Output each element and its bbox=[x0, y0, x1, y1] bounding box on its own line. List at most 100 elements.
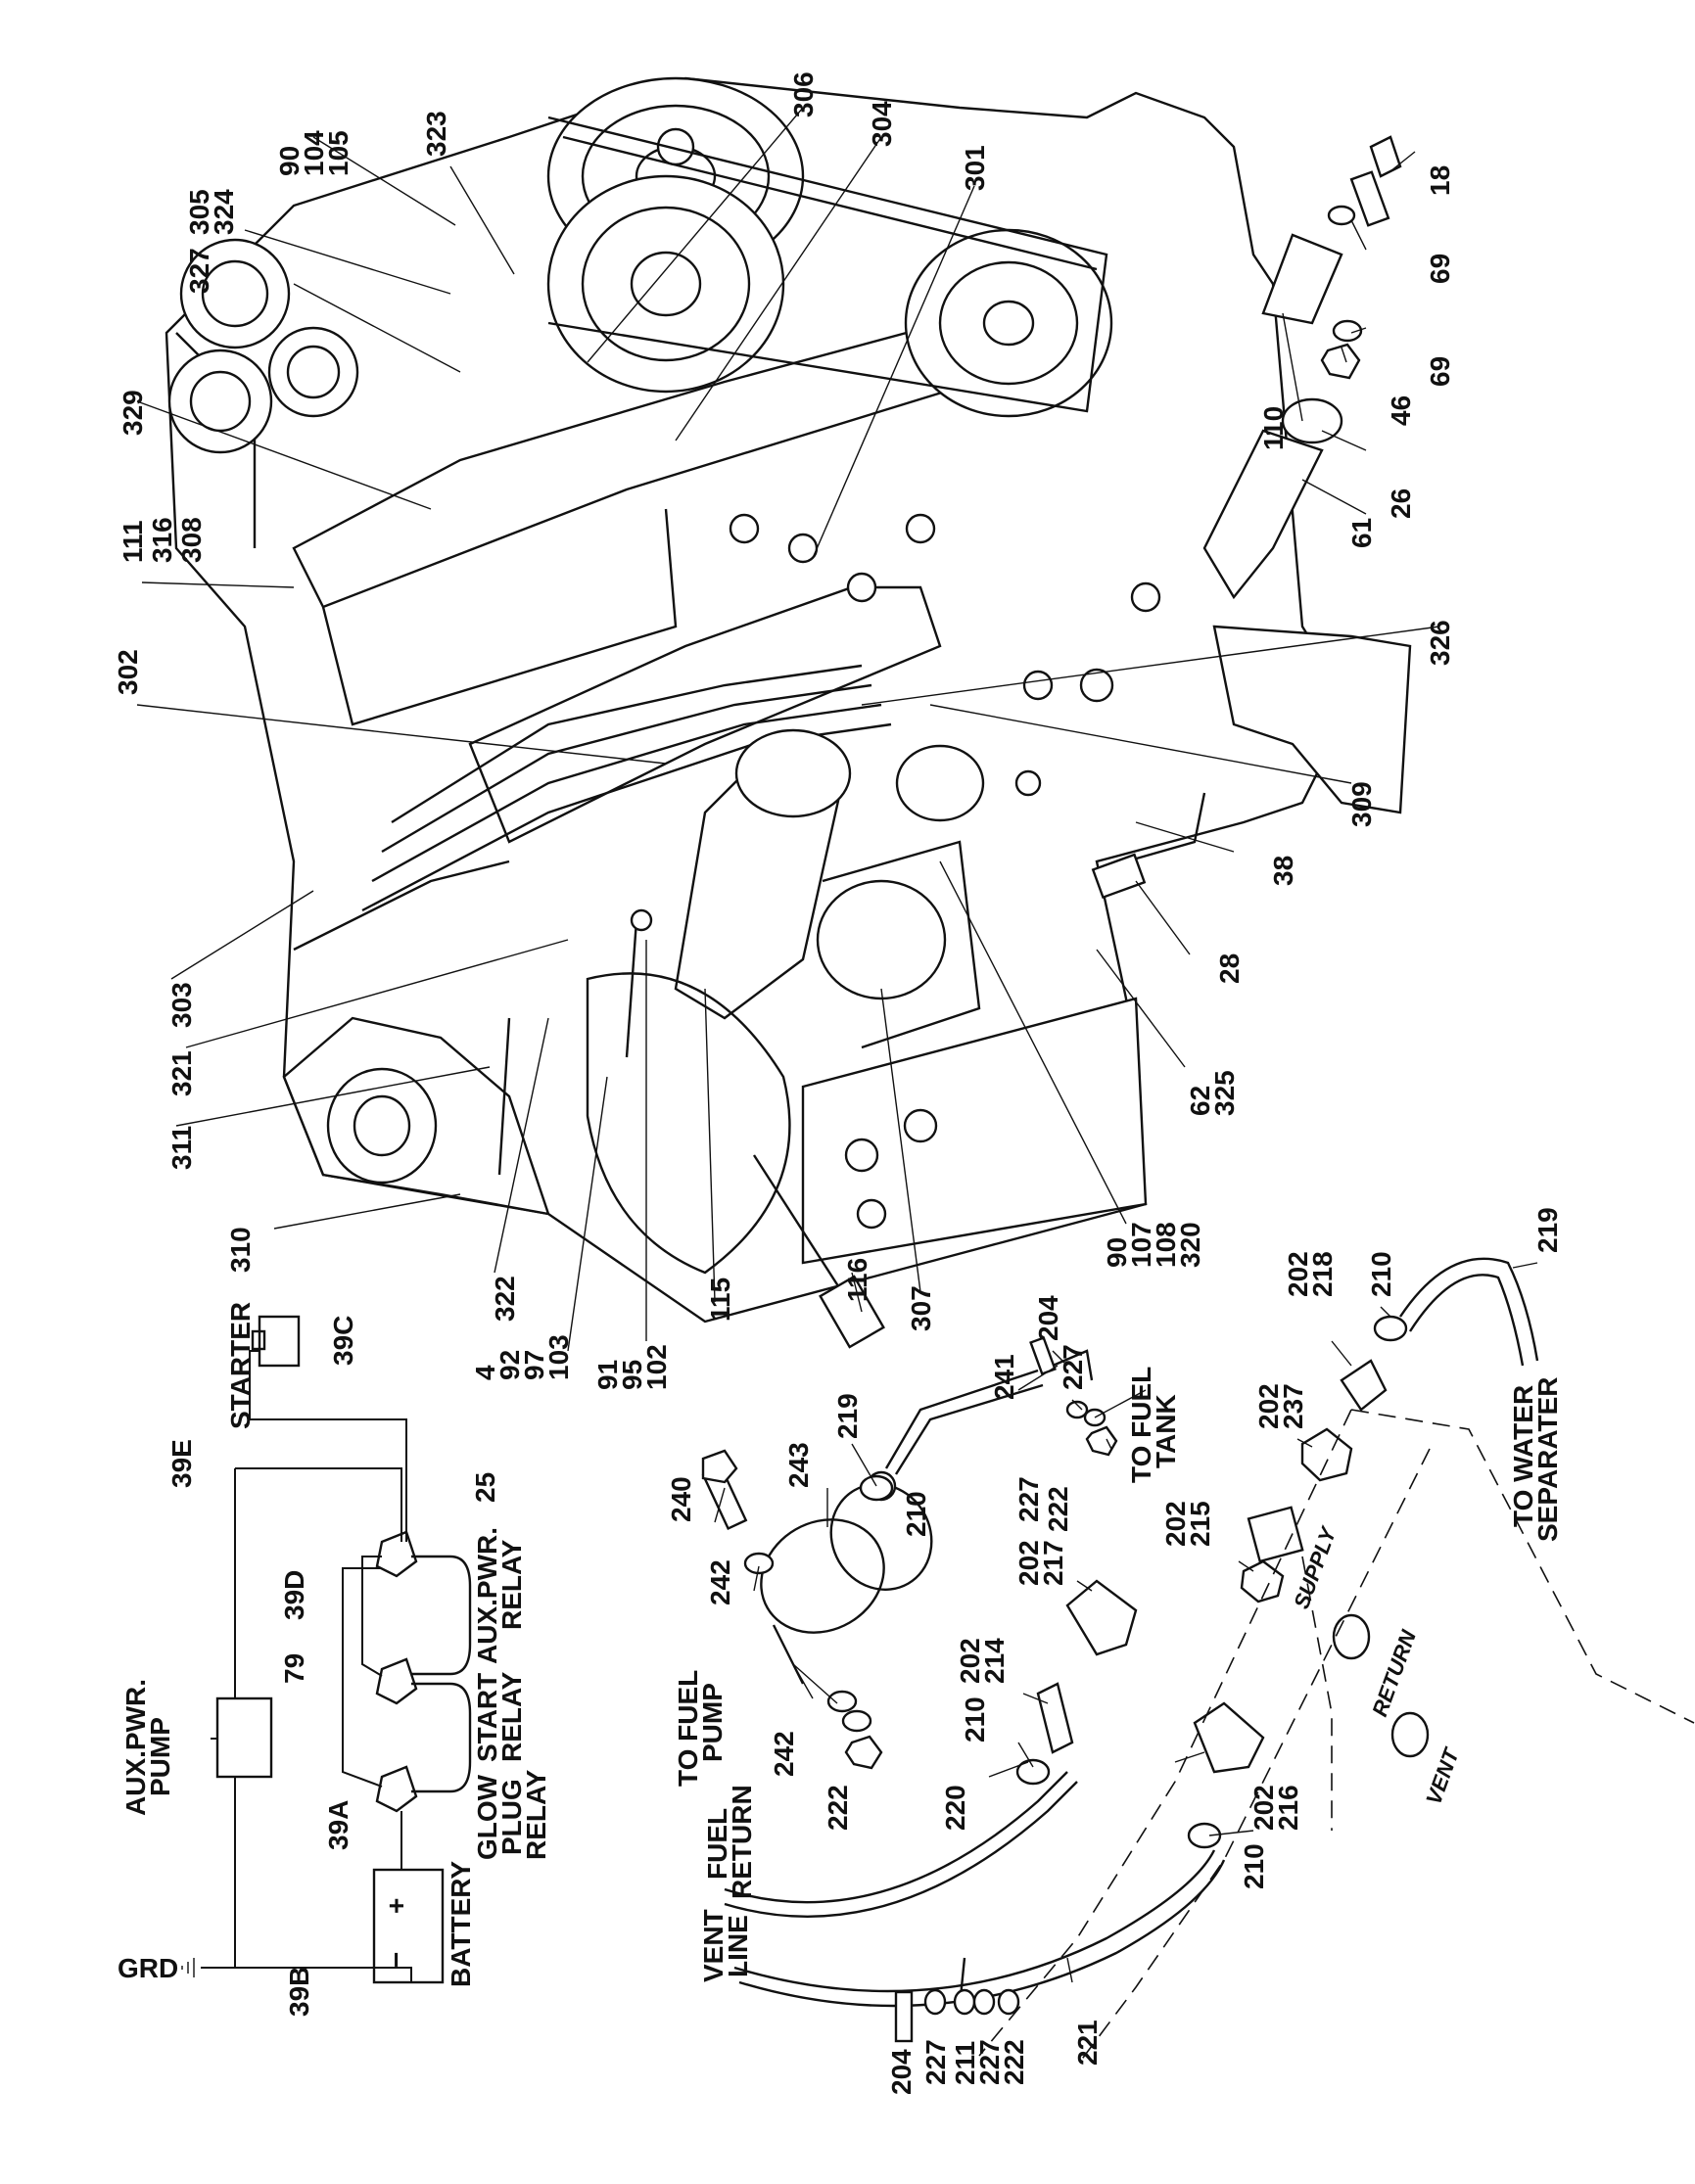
callout-204: 204 bbox=[1033, 1295, 1063, 1341]
callout-115: 115 bbox=[705, 1278, 735, 1322]
callout-103: 103 bbox=[543, 1334, 574, 1380]
label-aux-pwr-pump-line1: AUX.PWR. bbox=[120, 1679, 151, 1816]
callout-303: 303 bbox=[166, 982, 197, 1028]
wiring-schematic: + − bbox=[181, 1315, 472, 1984]
callout-46: 46 bbox=[1386, 395, 1416, 426]
callout-90-b: 90 bbox=[1102, 1237, 1132, 1268]
label-to-fuel-tank-line1: TO FUEL bbox=[1126, 1367, 1156, 1483]
label-glow-plug-relay-line1: GLOW bbox=[472, 1774, 502, 1860]
callout-302: 302 bbox=[113, 649, 143, 695]
callout-18: 18 bbox=[1425, 165, 1455, 196]
callout-227-d: 227 bbox=[974, 2039, 1005, 2085]
callout-38: 38 bbox=[1268, 856, 1298, 886]
callout-227: 227 bbox=[1058, 1344, 1088, 1390]
callout-108: 108 bbox=[1151, 1222, 1181, 1268]
label-vent-line-line2: LINE bbox=[723, 1915, 753, 1977]
callout-26: 26 bbox=[1386, 488, 1416, 519]
callout-202: 202 bbox=[1283, 1251, 1313, 1297]
label-vent-port: VENT bbox=[1421, 1744, 1464, 1808]
note-labels: STARTER AUX.PWR. RELAY START RELAY GLOW … bbox=[118, 1302, 1563, 1987]
engine-assembly-illustration bbox=[165, 76, 1412, 1349]
callout-222-c: 222 bbox=[999, 2039, 1029, 2085]
callout-216: 216 bbox=[1273, 1785, 1303, 1831]
callout-309: 309 bbox=[1346, 781, 1377, 827]
callout-311: 311 bbox=[166, 1126, 197, 1170]
label-aux-pwr-pump-line2: PUMP bbox=[145, 1717, 175, 1796]
callout-325: 325 bbox=[1209, 1070, 1240, 1116]
callout-39D: 39D bbox=[279, 1570, 309, 1620]
callout-210-b: 210 bbox=[901, 1491, 931, 1537]
callout-214: 214 bbox=[979, 1638, 1010, 1684]
callout-95: 95 bbox=[617, 1360, 647, 1390]
callout-210-c: 210 bbox=[960, 1696, 990, 1743]
label-to-fuel-tank-line2: TANK bbox=[1151, 1394, 1181, 1468]
label-glow-plug-relay-line2: PLUG bbox=[496, 1779, 527, 1855]
callout-211: 211 bbox=[950, 2041, 980, 2085]
callout-202-d: 202 bbox=[1160, 1501, 1191, 1547]
callout-321: 321 bbox=[166, 1050, 197, 1096]
label-fuel-return-line1: FUEL bbox=[702, 1808, 732, 1880]
callout-304: 304 bbox=[867, 101, 897, 147]
callout-241: 241 bbox=[989, 1354, 1019, 1400]
callout-202-f: 202 bbox=[1248, 1785, 1279, 1831]
callout-90: 90 bbox=[274, 146, 305, 176]
callout-316: 316 bbox=[147, 517, 177, 563]
callout-111: 111 bbox=[118, 520, 148, 563]
callout-79: 79 bbox=[279, 1653, 309, 1684]
callout-301: 301 bbox=[960, 145, 990, 191]
callout-69-b: 69 bbox=[1425, 356, 1455, 387]
label-fuel-return-line2: RETURN bbox=[727, 1785, 757, 1899]
label-to-fuel-pump-line1: TO FUEL bbox=[673, 1670, 703, 1787]
label-to-water-separater-line1: TO WATER bbox=[1508, 1385, 1538, 1527]
callout-92: 92 bbox=[494, 1350, 525, 1380]
callout-308: 308 bbox=[176, 517, 207, 563]
callout-218: 218 bbox=[1307, 1251, 1338, 1297]
callout-labels: 90 104 105 323 306 304 301 18 305 324 32… bbox=[113, 71, 1563, 2095]
callout-329: 329 bbox=[118, 390, 148, 436]
callout-327: 327 bbox=[184, 248, 214, 294]
callout-305: 305 bbox=[184, 189, 214, 235]
callout-227-c: 227 bbox=[920, 2039, 951, 2085]
leader-lines bbox=[136, 107, 1538, 1983]
callout-202-b: 202 bbox=[1253, 1383, 1284, 1429]
callout-242-b: 242 bbox=[769, 1731, 799, 1777]
callout-310: 310 bbox=[225, 1227, 256, 1273]
callout-39A: 39A bbox=[323, 1800, 353, 1850]
label-to-water-separater-line2: SEPARATER bbox=[1532, 1376, 1563, 1542]
callout-222: 222 bbox=[1043, 1486, 1073, 1532]
callout-61: 61 bbox=[1346, 518, 1377, 548]
callout-97: 97 bbox=[519, 1350, 549, 1380]
callout-219-b: 219 bbox=[1532, 1207, 1563, 1253]
callout-39C: 39C bbox=[328, 1316, 358, 1366]
callout-202-e: 202 bbox=[955, 1638, 985, 1684]
callout-39E: 39E bbox=[166, 1439, 197, 1488]
callout-242: 242 bbox=[705, 1559, 735, 1605]
callout-39B: 39B bbox=[284, 1967, 314, 2017]
callout-105: 105 bbox=[323, 130, 353, 176]
label-start-relay-line2: RELAY bbox=[496, 1671, 527, 1762]
callout-219: 219 bbox=[832, 1393, 863, 1439]
callout-104: 104 bbox=[299, 130, 329, 176]
callout-102: 102 bbox=[641, 1344, 672, 1390]
callout-243: 243 bbox=[783, 1442, 814, 1488]
callout-323: 323 bbox=[421, 111, 451, 157]
callout-220: 220 bbox=[940, 1785, 970, 1831]
callout-326: 326 bbox=[1425, 620, 1455, 666]
callout-110: 110 bbox=[1258, 406, 1289, 450]
callout-215: 215 bbox=[1185, 1501, 1215, 1547]
callout-116: 116 bbox=[842, 1258, 872, 1302]
label-grd: GRD bbox=[118, 1953, 178, 1983]
callout-217: 217 bbox=[1038, 1540, 1068, 1586]
callout-202-c: 202 bbox=[1013, 1540, 1044, 1586]
callout-227-b: 227 bbox=[1013, 1476, 1044, 1522]
callout-237: 237 bbox=[1278, 1383, 1308, 1429]
callout-306: 306 bbox=[788, 71, 819, 117]
label-aux-pwr-relay-line1: AUX.PWR. bbox=[472, 1527, 502, 1664]
callout-322: 322 bbox=[490, 1276, 520, 1322]
callout-210: 210 bbox=[1366, 1251, 1396, 1297]
battery-minus-sign: − bbox=[381, 1952, 411, 1968]
callout-324: 324 bbox=[209, 189, 239, 235]
label-start-relay-line1: START bbox=[472, 1673, 502, 1762]
battery-plus-sign: + bbox=[381, 1898, 411, 1914]
